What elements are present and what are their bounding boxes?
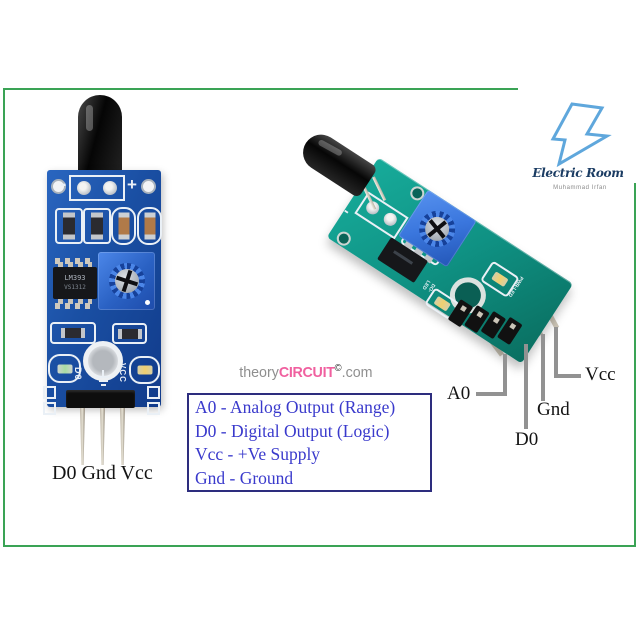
smd-resistor [63, 212, 75, 240]
status-led [57, 364, 72, 373]
gnd-callout-line [541, 334, 545, 401]
power-led [491, 271, 509, 288]
mounting-hole [51, 179, 66, 194]
chinese-silk-marking [43, 386, 56, 415]
legend-line: D0 - Digital Output (Logic) [195, 420, 390, 441]
electric-room-logo: Electric Room [518, 76, 638, 183]
solder-joints [55, 303, 91, 309]
legend-line: Gnd - Ground [195, 467, 294, 488]
left-flame-sensor-module: - + LM393 VS1312 [40, 90, 175, 495]
header-pin [100, 408, 105, 465]
blue-pcb-board: - + LM393 VS1312 [43, 170, 162, 415]
legend-line: Vcc - +Ve Supply [195, 444, 321, 464]
vcc-callout-line [554, 327, 558, 378]
smd-outline [50, 322, 96, 344]
a0-callout-line [503, 354, 507, 396]
capacitor-outline [111, 207, 136, 245]
legend-line: A0 - Analog Output (Range) [195, 397, 396, 417]
a0-callout-line [476, 392, 507, 396]
brand-suffix: .com [341, 364, 373, 381]
d0-pin-label: D0 [515, 429, 539, 450]
smd-capacitor [144, 212, 155, 240]
capacitor-outline [137, 207, 162, 245]
comparator-ic: LM393 VS1312 [53, 262, 97, 304]
ground-symbol-icon [96, 370, 110, 388]
minus-silk-label: - [60, 174, 67, 195]
trimmer-potentiometer [98, 252, 155, 310]
green-frame-border [3, 88, 636, 547]
plus-silk-label: + [127, 175, 137, 194]
smd-resistor [91, 212, 103, 240]
resistor-outline [83, 208, 111, 244]
smd-outline [112, 323, 147, 344]
copyright-icon: © [334, 363, 342, 374]
status-led [137, 365, 152, 375]
pot-index-dot [145, 300, 150, 305]
ir-led-dome [78, 95, 122, 175]
a0-pin-label: A0 [447, 383, 471, 404]
logo-subtitle: Muhammad Irfan [553, 185, 607, 191]
status-led-outline [129, 356, 160, 384]
status-led-outline [48, 354, 81, 383]
pin-legend-box: A0 - Analog Output (Range) D0 - Digital … [187, 393, 432, 492]
brand-watermark: theoryCIRCUIT©.com [239, 363, 372, 381]
left-module-pin-labels: D0 Gnd Vcc [52, 462, 153, 484]
smd-component [117, 328, 142, 339]
smd-component [61, 328, 85, 338]
vcc-callout-line [554, 374, 581, 378]
logo-title: Electric Room [532, 166, 624, 180]
vcc-pin-label: Vcc [585, 364, 616, 385]
brand-name: CIRCUIT [278, 364, 335, 381]
header-pin [80, 408, 85, 465]
gnd-pin-label: Gnd [537, 399, 570, 420]
ic-pins [58, 299, 92, 304]
vcc-silk-label: VCC [118, 363, 127, 383]
ic-marking: VS1312 [64, 284, 86, 291]
resistor-outline [55, 208, 83, 244]
solder-joints [55, 258, 91, 264]
smd-capacitor [118, 212, 129, 240]
led-silk-bracket [69, 175, 125, 201]
d0-callout-line [524, 344, 528, 429]
pin-header-plastic [66, 390, 135, 408]
chinese-silk-marking [147, 386, 160, 415]
d0-silk-label: D0 [73, 367, 83, 381]
lightning-bolt-icon [550, 102, 612, 168]
ic-marking: LM393 [64, 274, 86, 282]
solder-pad [77, 181, 91, 195]
header-pin [120, 408, 125, 465]
brand-prefix: theory [239, 364, 279, 381]
ic-pins [58, 262, 92, 267]
d0-led [433, 295, 451, 312]
solder-pad [103, 181, 117, 195]
mounting-hole [141, 179, 156, 194]
